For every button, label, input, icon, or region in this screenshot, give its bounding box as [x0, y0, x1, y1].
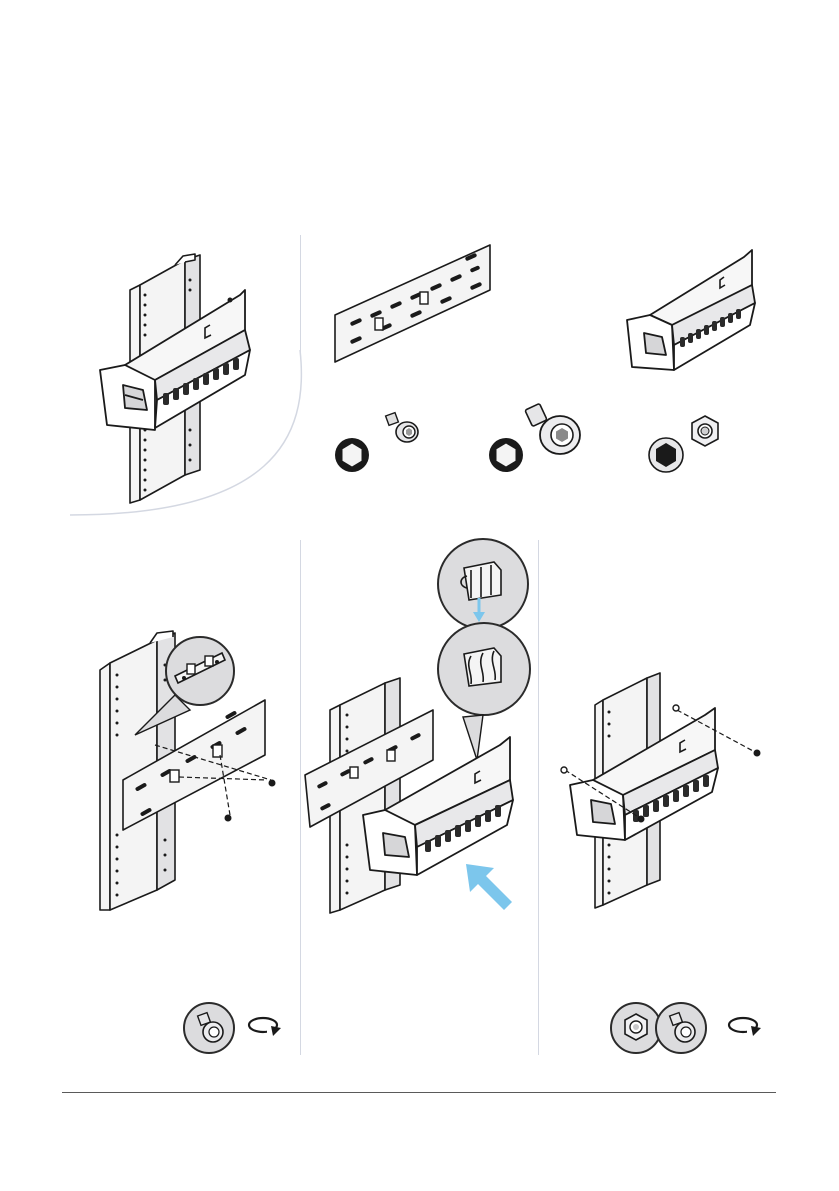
assembled-unit-illustration [95, 250, 265, 505]
push-arrow [464, 862, 514, 912]
screw-icon [655, 1002, 707, 1054]
divider-step2-step3 [538, 540, 539, 1055]
rotate-clockwise-icon [723, 1010, 763, 1040]
hex-outline-icon [487, 436, 525, 474]
small-flange-screw-icon [383, 410, 423, 446]
hook-detail-callout-top [437, 538, 529, 630]
footer-rule [62, 1092, 776, 1093]
step-3-illustration [555, 670, 770, 910]
hex-filled-icon [647, 436, 685, 474]
divider-step1-step2 [300, 540, 301, 1055]
screw-icon [183, 1002, 235, 1054]
mounting-plate-illustration [330, 240, 495, 370]
clip-detail-callout [165, 636, 235, 706]
divider-top-vertical [300, 235, 301, 355]
rotate-clockwise-icon [243, 1010, 283, 1040]
hex-outline-icon [333, 436, 371, 474]
flange-nut-icon [688, 414, 722, 448]
holder-bin-illustration [622, 245, 762, 375]
large-flange-screw-icon [522, 402, 584, 458]
